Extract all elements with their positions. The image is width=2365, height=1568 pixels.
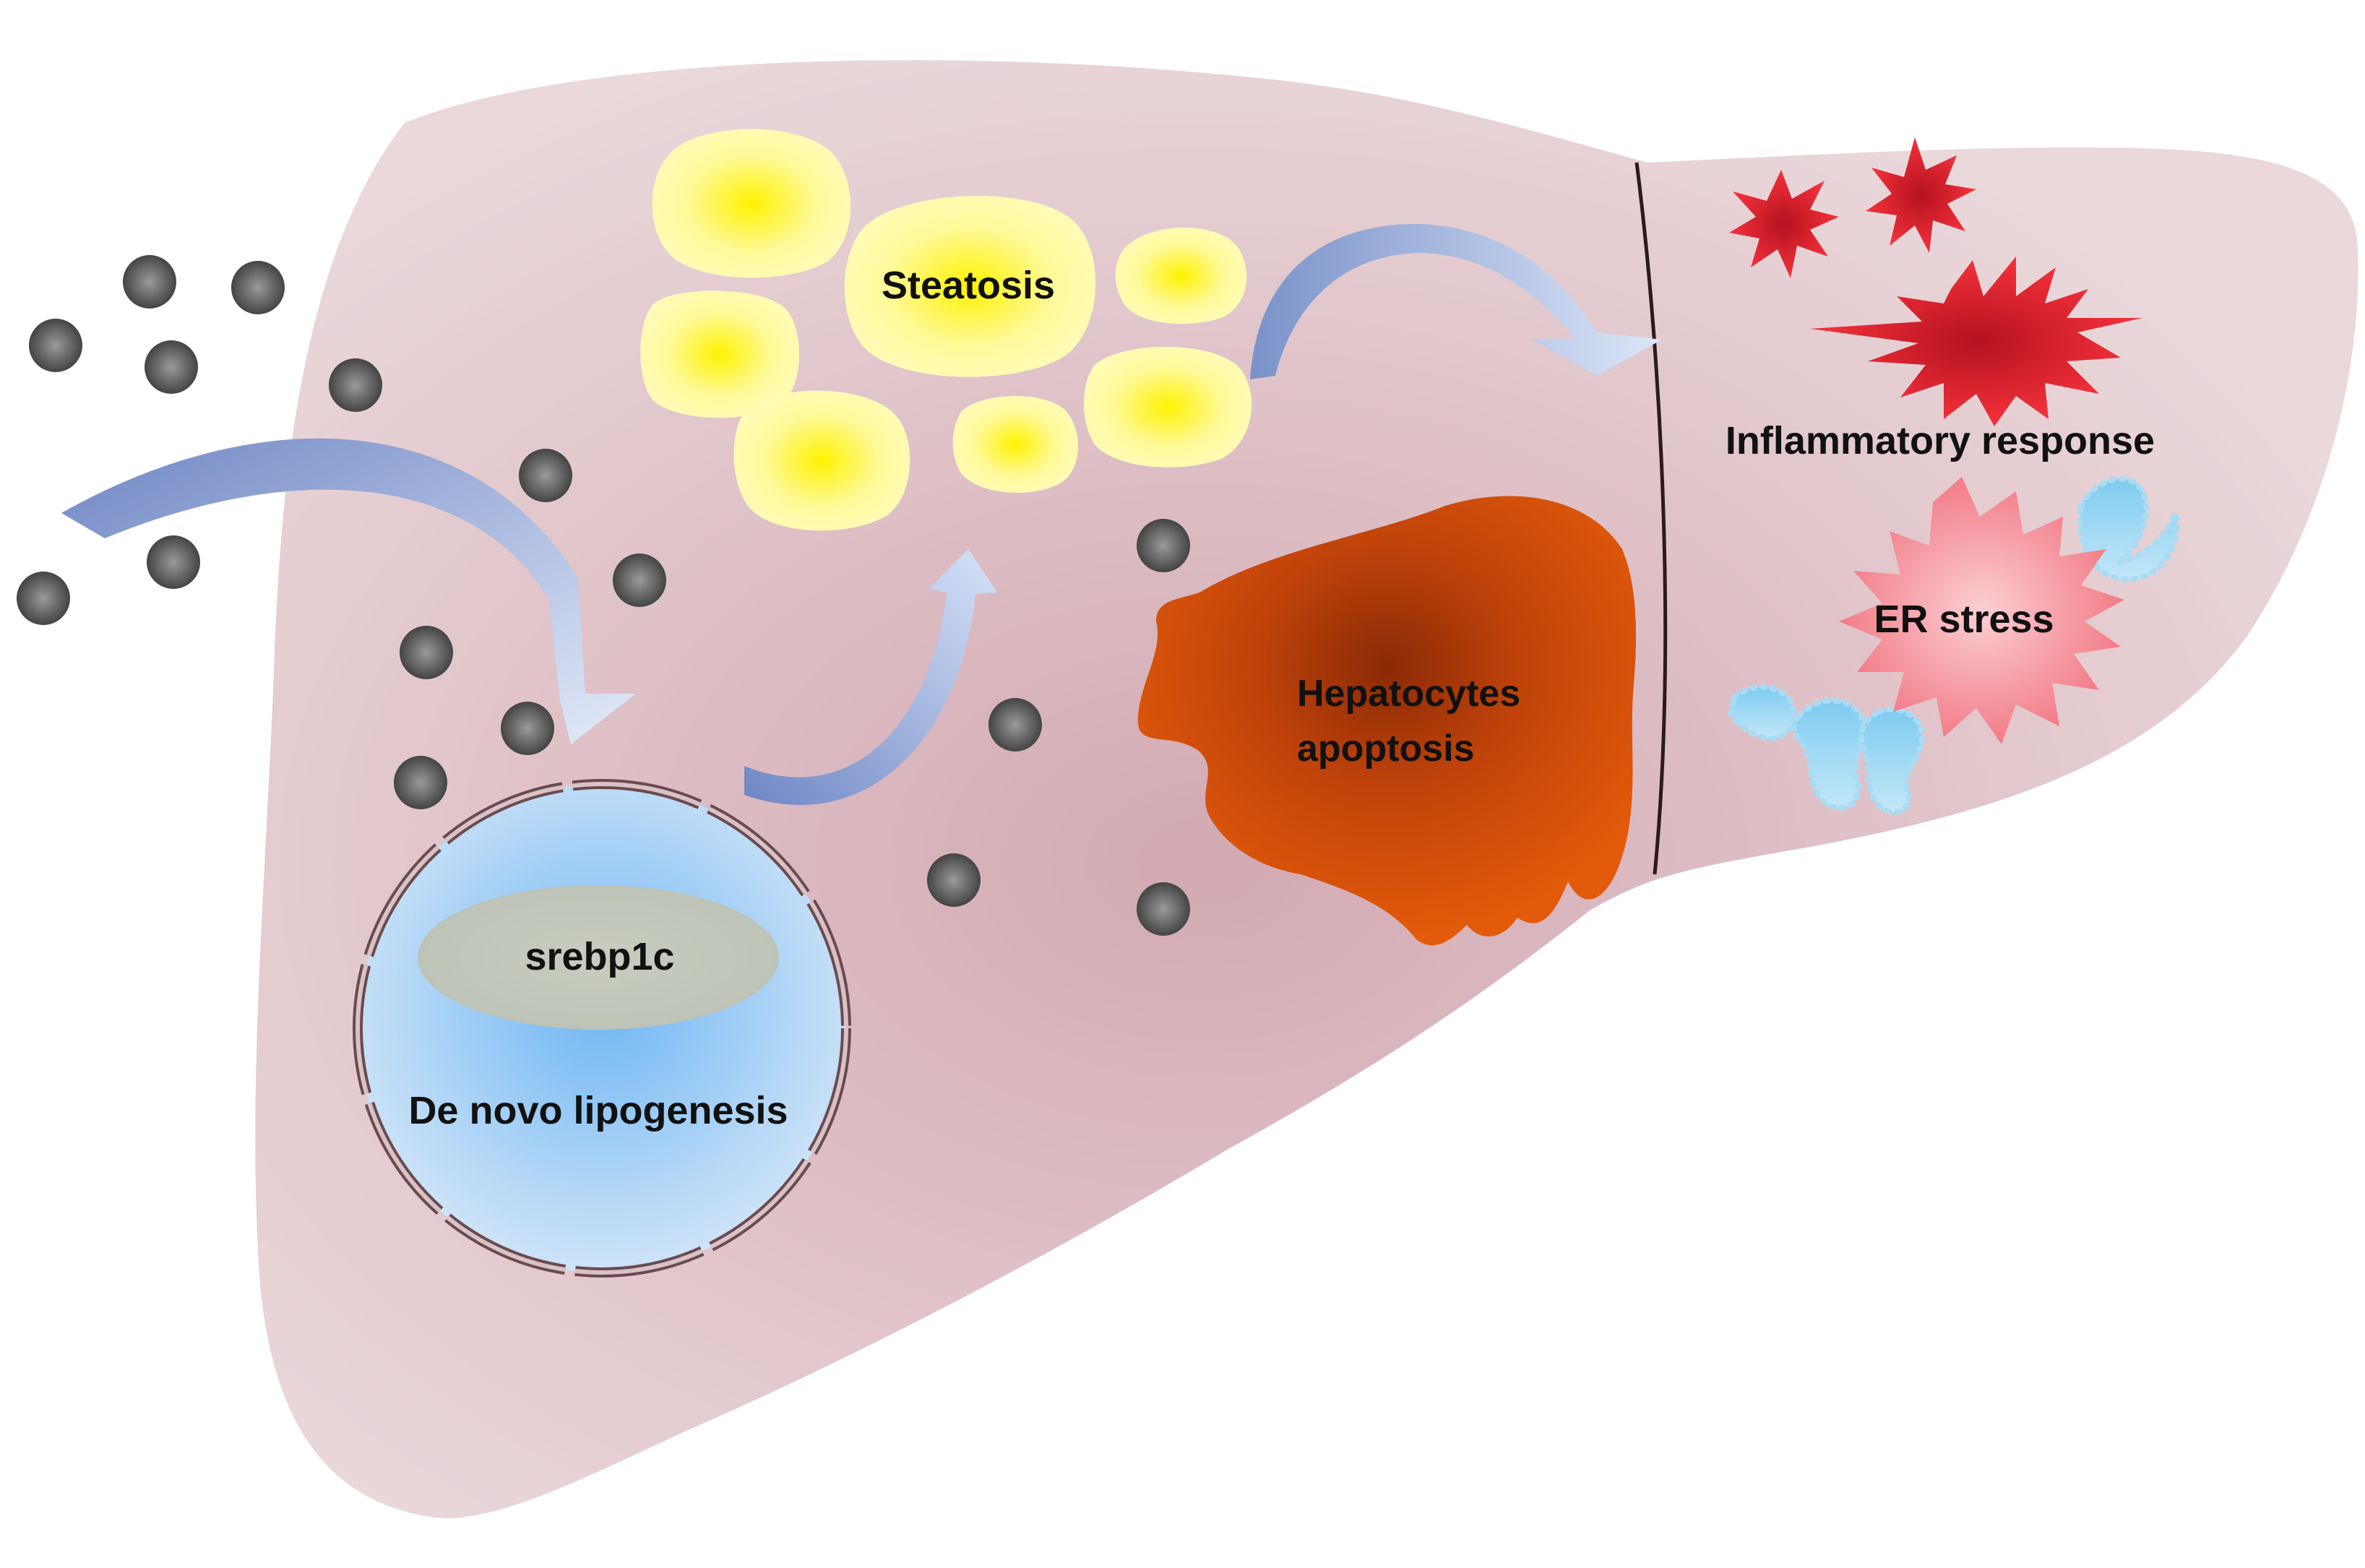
er-membrane-icon	[2077, 475, 2180, 582]
fatty-acid-particle-icon	[231, 261, 285, 314]
er-membrane-icon	[1858, 706, 1926, 816]
er-membrane-icon	[1791, 697, 1867, 811]
lipid-droplet-icon	[652, 129, 851, 278]
lipid-droplet-icon	[1084, 346, 1252, 468]
curved-arrow-icon	[61, 438, 636, 744]
curved-arrow-icon	[1250, 224, 1662, 379]
de-novo-lipogenesis-label: De novo lipogenesis	[408, 1089, 788, 1132]
fatty-acid-particle-icon	[17, 572, 70, 625]
fatty-acid-particle-icon	[1137, 882, 1190, 936]
nuclear-envelope-inner	[356, 782, 848, 1275]
fatty-acid-particle-icon	[988, 698, 1042, 751]
fatty-acid-particle-icon	[613, 553, 666, 607]
er-membrane-icon	[1727, 684, 1797, 741]
fatty-acid-particle-icon	[519, 449, 572, 502]
fatty-acid-particle-icon	[329, 358, 382, 412]
hepatocytes-apoptosis-label-line1: Hepatocytes	[1297, 673, 1520, 715]
inflammatory-response-label: Inflammatory response	[1726, 419, 2155, 462]
srebp1c-label: srebp1c	[525, 935, 674, 978]
inflammation-starburst-icon	[1729, 170, 1839, 278]
fatty-acid-particle-icon	[145, 340, 198, 394]
lipid-droplets	[640, 129, 1252, 531]
nucleus-icon	[353, 779, 851, 1278]
srebp1c-ellipse	[418, 885, 779, 1030]
hepatocytes-apoptosis-label-line2: apoptosis	[1297, 728, 1475, 770]
er-stress-label: ER stress	[1874, 598, 2054, 641]
fatty-acid-particle-icon	[501, 702, 554, 755]
er-stress-group	[1727, 475, 2180, 816]
fatty-acid-particle-icon	[1137, 519, 1190, 572]
fatty-acid-particles	[17, 255, 1190, 936]
inflammation-starbursts	[1729, 137, 2142, 426]
inflammation-starburst-icon	[1810, 257, 2142, 426]
lipid-droplet-icon	[844, 196, 1096, 377]
fatty-acid-particle-icon	[147, 535, 200, 589]
curved-arrow-icon	[744, 549, 997, 806]
fatty-acid-particle-icon	[394, 756, 447, 809]
fatty-acid-particle-icon	[123, 255, 176, 309]
inflammation-starburst-icon	[1866, 137, 1976, 253]
er-membrane-icons	[1727, 475, 2180, 816]
lipid-droplet-icon	[1115, 228, 1247, 324]
fatty-acid-particle-icon	[400, 626, 453, 679]
flow-arrows	[61, 224, 1662, 806]
lipid-droplet-icon	[952, 396, 1078, 493]
apoptotic-hepatocyte-icon	[1137, 496, 1637, 946]
fatty-acid-particle-icon	[927, 853, 981, 907]
fatty-acid-particle-icon	[29, 319, 82, 372]
lipid-droplet-icon	[640, 290, 800, 418]
steatosis-label: Steatosis	[882, 264, 1055, 307]
er-stress-burst-icon	[1839, 477, 2124, 744]
lipid-droplet-icon	[733, 390, 910, 531]
lobe-divider-line	[1634, 162, 1668, 875]
